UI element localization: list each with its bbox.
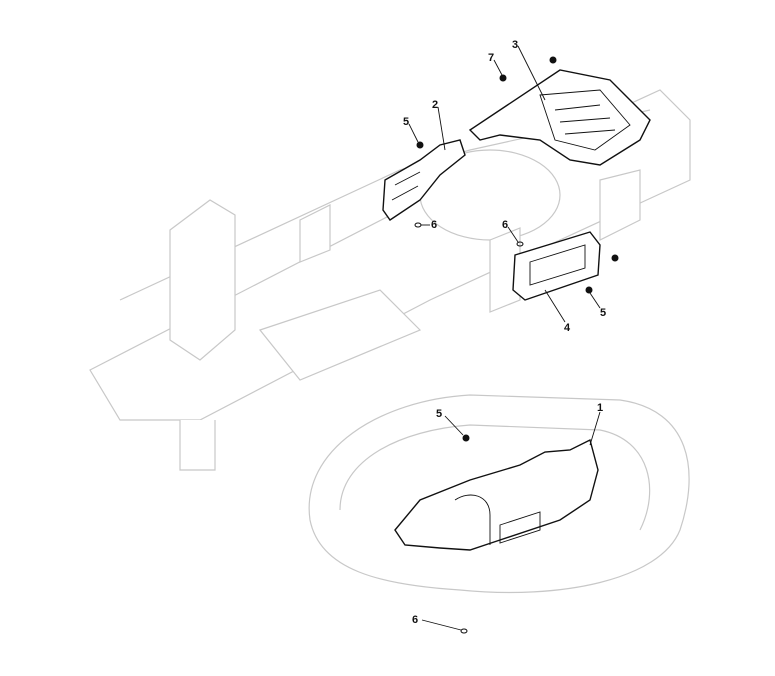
callout-3: 3: [512, 39, 518, 51]
part-1-deck-cover: [394, 438, 599, 551]
callout-4: 4: [564, 322, 571, 334]
part-2-side-cover: [382, 139, 466, 221]
fasteners: [414, 56, 619, 634]
bolt-5: [462, 434, 470, 442]
callout-5: 5: [436, 408, 442, 420]
clip-6: [516, 241, 524, 247]
callout-1: 1: [597, 402, 603, 414]
callout-7: 7: [488, 52, 494, 64]
leader-lines: [408, 45, 601, 631]
callout-2: 2: [432, 99, 438, 111]
bolt-7: [499, 74, 507, 82]
bolt-5: [585, 286, 593, 294]
callout-6: 6: [502, 219, 508, 231]
callout-5: 5: [403, 116, 409, 128]
bolt: [549, 56, 557, 64]
bolt-5: [416, 141, 424, 149]
clip-6: [460, 628, 468, 634]
part-4-plate: [512, 231, 601, 301]
callout-5: 5: [600, 307, 606, 319]
callout-6: 6: [431, 219, 437, 231]
bolt: [611, 254, 619, 262]
part-3-rear-cover: [468, 69, 651, 166]
callout-6: 6: [412, 614, 418, 626]
